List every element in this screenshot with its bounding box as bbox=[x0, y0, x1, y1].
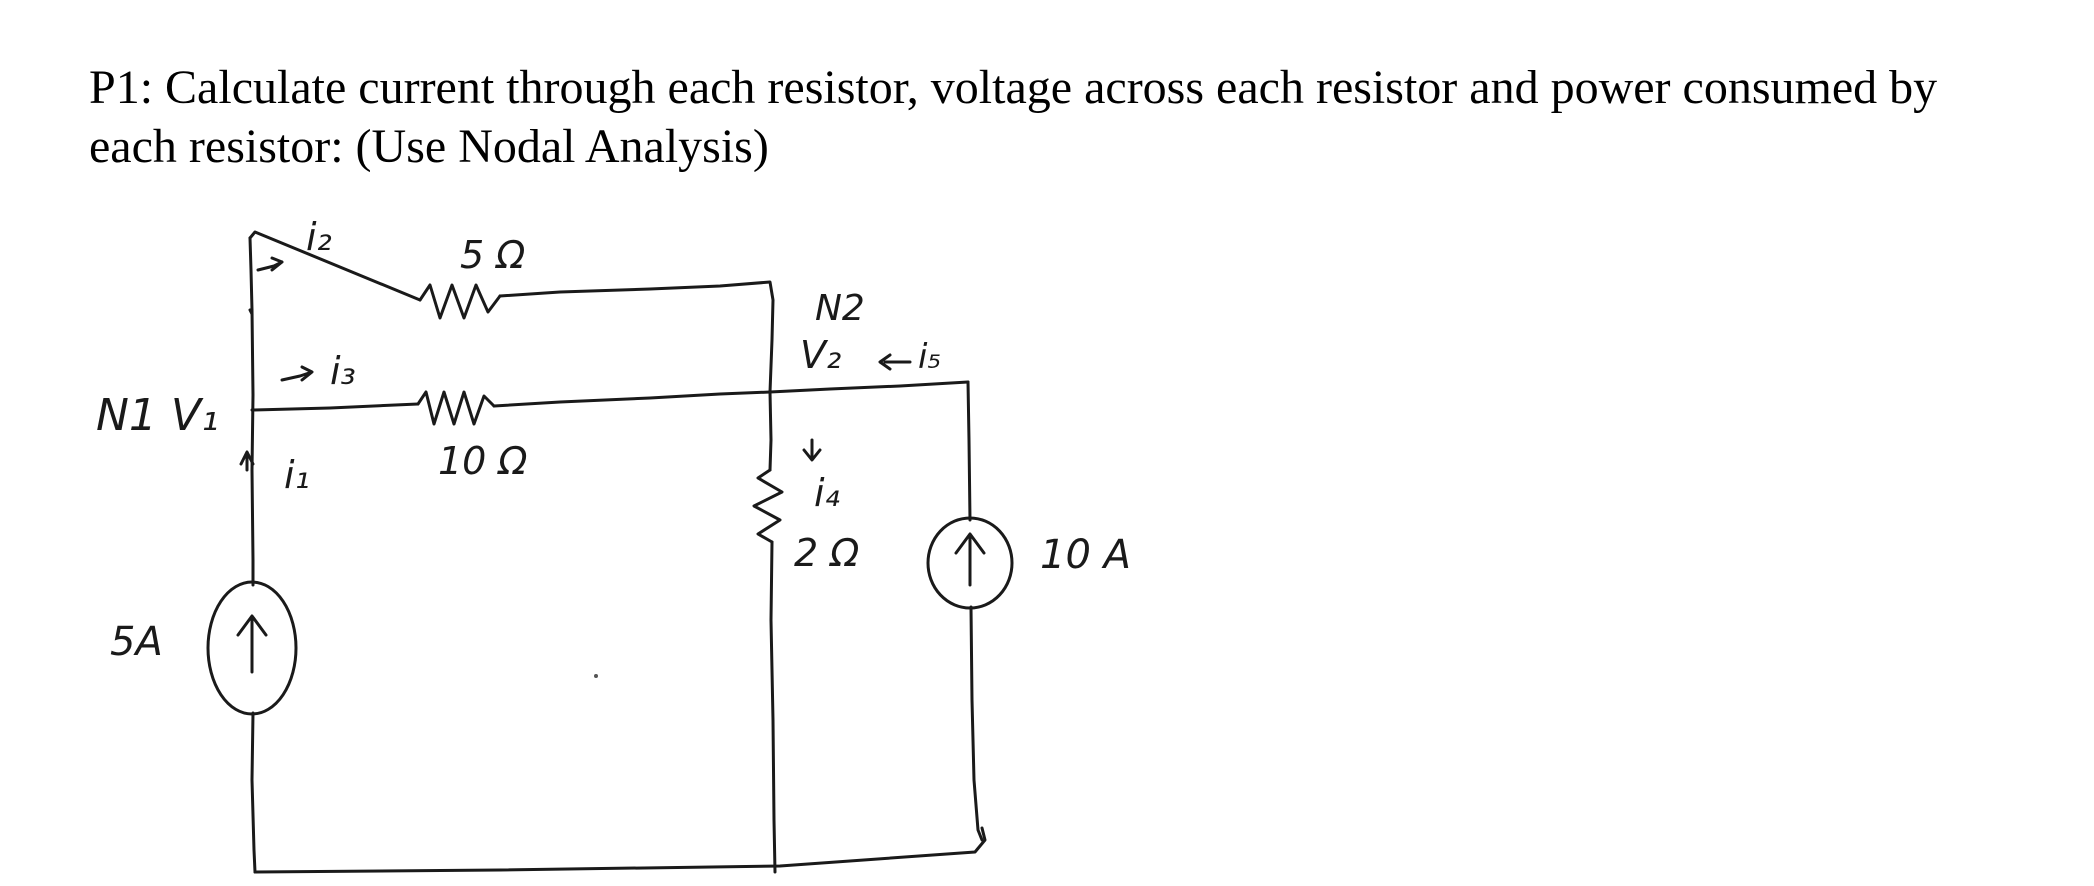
resistor-5-ohm-zigzag bbox=[418, 283, 502, 320]
label-source-10a: 10 A bbox=[1040, 532, 1131, 578]
wire-center-lower bbox=[769, 540, 777, 874]
label-node1: N1 V₁ bbox=[96, 390, 219, 441]
wire-center-upper bbox=[768, 390, 773, 472]
problem-line-2: each resistor: (Use Nodal Analysis) bbox=[89, 120, 769, 173]
wire-left-top bbox=[248, 236, 254, 312]
arrow-i2 bbox=[256, 256, 284, 272]
label-resistor-5-ohm: 5 Ω bbox=[460, 233, 525, 277]
label-source-5a: 5A bbox=[110, 619, 163, 665]
wire-top-left bbox=[248, 230, 422, 316]
label-i3: i₃ bbox=[330, 349, 356, 393]
problem-line-1: P1: Calculate current through each resis… bbox=[89, 61, 1938, 114]
wire-left-lower bbox=[250, 711, 257, 874]
label-i5: i₅ bbox=[918, 337, 941, 377]
label-i1: i₁ bbox=[284, 453, 310, 497]
arrow-i4 bbox=[802, 438, 822, 462]
arrow-i5 bbox=[878, 353, 912, 371]
arrow-i1 bbox=[239, 450, 255, 472]
label-i4: i₄ bbox=[814, 471, 840, 515]
resistor-2-ohm-zigzag bbox=[752, 468, 784, 544]
wire-right-lower bbox=[969, 605, 984, 842]
current-source-5a-symbol bbox=[206, 580, 298, 716]
wire-middle-right bbox=[492, 390, 772, 408]
wire-top-right bbox=[498, 280, 775, 394]
problem-statement: P1: Calculate current through each resis… bbox=[89, 58, 2079, 176]
label-i2: i₂ bbox=[306, 215, 332, 259]
resistor-10-ohm-zigzag bbox=[416, 390, 496, 426]
label-node2-voltage: V₂ bbox=[800, 333, 841, 377]
wire-middle-left bbox=[250, 402, 420, 412]
current-source-5a-arrow bbox=[236, 614, 268, 674]
wire-bottom bbox=[253, 826, 987, 874]
current-source-10a-arrow bbox=[954, 532, 986, 587]
wire-left-upper bbox=[250, 308, 255, 587]
label-node2: N2 bbox=[815, 288, 865, 329]
label-resistor-2-ohm: 2 Ω bbox=[794, 531, 859, 575]
current-source-10a-symbol bbox=[926, 516, 1014, 610]
stray-dot bbox=[594, 674, 598, 678]
label-resistor-10-ohm: 10 Ω bbox=[438, 439, 527, 483]
wire-node2-right bbox=[768, 380, 970, 394]
arrow-i3 bbox=[280, 365, 314, 382]
wire-right-upper bbox=[966, 380, 972, 522]
